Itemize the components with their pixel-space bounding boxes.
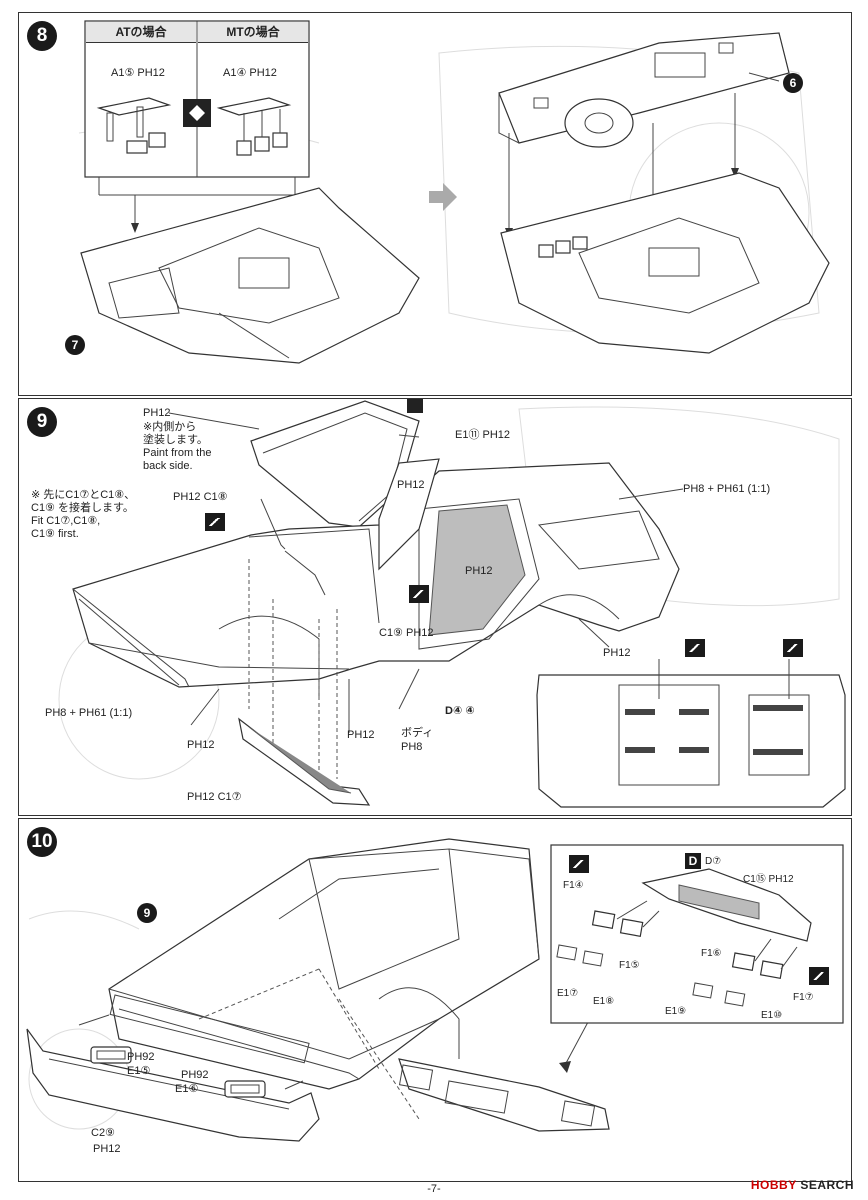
f1-5-label: F1⑤ [619, 960, 640, 971]
ph12-label-c: PH12 [603, 647, 631, 659]
watermark-rest: SEARCH [796, 1178, 854, 1192]
f1-7-label: F1⑦ [793, 992, 814, 1003]
step-8-panel: 8 ATの場合 MTの場合 A1⑤ PH12 A1④ PH12 7 6 [18, 12, 852, 396]
ph12-label-a: PH12 [397, 479, 425, 491]
ph12-c1-7-label: PH12 C1⑦ [187, 791, 242, 803]
d4-label: D④ ④ [445, 705, 475, 717]
sub-assembly-7: 7 [65, 335, 85, 355]
e1-7-label: E1⑦ [557, 988, 579, 999]
c1-9-label: C1⑨ PH12 [379, 627, 434, 639]
paint-icon [205, 513, 225, 531]
ph92-label-b: PH92 [181, 1069, 209, 1081]
e1-6-label: E1⑥ [175, 1083, 199, 1095]
c2-9-label: C2⑨ [91, 1127, 115, 1139]
ph8-61-right-label: PH8 + PH61 (1:1) [683, 483, 771, 495]
glass-paint-note: ※内側から 塗装します。 Paint from the back side. [143, 421, 212, 472]
ph12-label-b: PH12 [465, 565, 493, 577]
c1-15-label: C1⑮ PH12 [743, 874, 794, 885]
glass-paint-label: PH12 [143, 407, 171, 419]
mt-header: MTの場合 [198, 22, 308, 43]
ph12-label-e: PH12 [347, 729, 375, 741]
body-paint-label: PH8 [401, 741, 423, 753]
sub-assembly-6: 6 [783, 73, 803, 93]
step-8-illustration [78, 20, 830, 364]
ph12-label: PH12 [93, 1143, 121, 1155]
step-number-8: 8 [27, 21, 57, 51]
step-10-panel: 10 9 PH92 E1⑤ PH92 E1⑥ C2⑨ PH12 D F1④ D⑦… [18, 818, 852, 1182]
d-part-tag: D [685, 853, 701, 869]
f1-6-label: F1⑥ [701, 948, 722, 959]
pre-fit-note: ※ 先にC1⑦とC1⑧、 C1⑨ を接着します。 Fit C1⑦,C1⑧, C1… [31, 489, 136, 540]
step-10-illustration [26, 838, 844, 1142]
ph8-61-left-label: PH8 + PH61 (1:1) [45, 707, 133, 719]
paint-icon [809, 967, 829, 985]
e1-5-label: E1⑤ [127, 1065, 151, 1077]
at-header: ATの場合 [86, 22, 196, 43]
page-number: -7- [427, 1183, 441, 1195]
paint-icon [569, 855, 589, 873]
ph92-label-a: PH92 [127, 1051, 155, 1063]
at-part-label: A1⑤ PH12 [111, 67, 165, 79]
d7-label: D⑦ [705, 856, 722, 867]
watermark: HOBBY SEARCH [751, 1178, 854, 1192]
e1-9-label: E1⑨ [665, 1006, 687, 1017]
step-number-10: 10 [27, 827, 57, 857]
step-9-illustration [58, 399, 846, 808]
f1-4-label: F1④ [563, 880, 584, 891]
mt-part-label: A1④ PH12 [223, 67, 277, 79]
paint-icon [783, 639, 803, 657]
body-label: ボディ [401, 727, 434, 739]
ph12-label-d: PH12 [187, 739, 215, 751]
sub-assembly-9: 9 [137, 903, 157, 923]
step-9-panel: 9 PH12 ※内側から 塗装します。 Paint from the back … [18, 398, 852, 816]
paint-icon [409, 585, 429, 603]
e1-8-label: E1⑧ [593, 996, 615, 1007]
watermark-brand: HOBBY [750, 1178, 797, 1192]
e1-10-label: E1⑩ [761, 1010, 783, 1021]
e1-11-label: E1⑪ PH12 [455, 429, 511, 441]
step-number-9: 9 [27, 407, 57, 437]
ph12-c1-8-label: PH12 C1⑧ [173, 491, 228, 503]
paint-icon [685, 639, 705, 657]
